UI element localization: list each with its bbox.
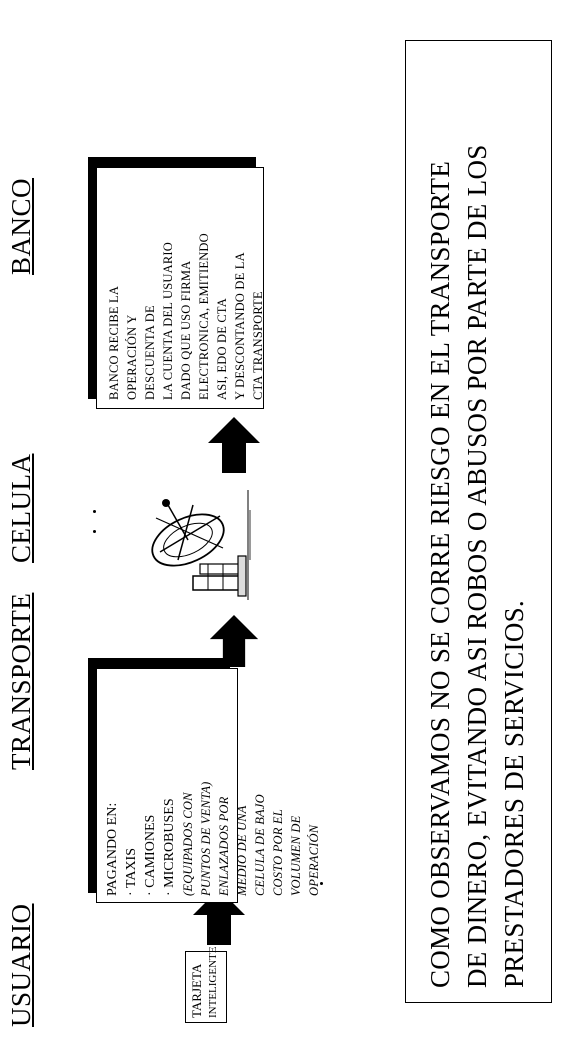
transporte-item-camiones: · CAMIONES <box>141 675 160 896</box>
header-banco: BANCO <box>6 178 37 275</box>
arrow-right-icon <box>208 417 260 473</box>
decorative-dot <box>93 530 96 533</box>
summary-line-1: COMO OBSERVAMOS NO SE CORRE RIESGO EN EL… <box>422 55 459 988</box>
card-line-1: TARJETA <box>188 956 205 1018</box>
banco-text: BANCO RECIBE LA OPERACIÓN Y DESCUENTA DE… <box>105 176 267 400</box>
transporte-item-microbuses: · MICROBUSES <box>160 675 179 896</box>
transporte-item-taxis: · TAXIS <box>122 675 141 896</box>
card-line-2: INTELIGENTE <box>205 956 221 1018</box>
header-usuario: USUARIO <box>6 903 37 1027</box>
smart-card-box: TARJETA INTELIGENTE <box>185 951 227 1023</box>
transporte-box: PAGANDO EN: · TAXIS · CAMIONES · MICROBU… <box>96 668 238 903</box>
arrow-right-icon <box>208 615 260 667</box>
summary-line-3: PRESTADORES DE SERVICIOS. <box>496 55 533 988</box>
banco-box: BANCO RECIBE LA OPERACIÓN Y DESCUENTA DE… <box>96 167 264 409</box>
summary-line-2: DE DINERO, EVITANDO ASI ROBOS O ABUSOS P… <box>459 55 496 988</box>
decorative-dot <box>93 392 96 395</box>
header-celula: CELULA <box>6 454 37 563</box>
satellite-dish-icon <box>138 490 258 600</box>
header-transporte: TRANSPORTE <box>6 593 37 770</box>
transporte-detail: (EQUIPADOS CON PUNTOS DE VENTA) ENLAZADO… <box>179 675 323 896</box>
transporte-intro: PAGANDO EN: <box>103 675 122 896</box>
summary-box: COMO OBSERVAMOS NO SE CORRE RIESGO EN EL… <box>405 40 552 1003</box>
decorative-dot <box>93 510 96 513</box>
decorative-dot <box>320 882 323 885</box>
